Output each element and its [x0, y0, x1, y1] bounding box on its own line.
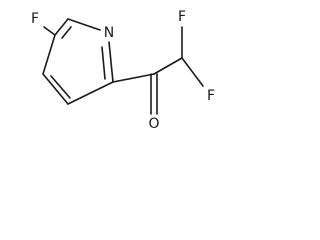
ring-bond-c4-c3-inner	[50, 75, 71, 99]
ring-bond-c3-c2	[67, 81, 114, 105]
ring-bond-c4-c3	[42, 73, 69, 105]
bond-c5-f	[43, 26, 56, 36]
ring-bond-c2-n	[108, 41, 114, 83]
ring-bond-c6-c5-inner	[61, 26, 72, 39]
bond-carbonyl-chf2	[153, 57, 183, 75]
ring-bond-c5-c4	[42, 34, 56, 75]
bond-chf2-f-right	[181, 57, 204, 87]
ring-bond-c6-c5	[54, 18, 69, 36]
structure-diagram: F N O F F	[31, 9, 215, 132]
atom-label-nitrogen: N	[104, 25, 114, 41]
ring-bond-c2-n-inner	[101, 46, 106, 80]
atom-label-fluorine-top: F	[178, 9, 186, 25]
ring-bond-n-c6	[67, 18, 101, 31]
atom-label-fluorine-ring: F	[31, 11, 39, 27]
bond-c2-carbonyl	[112, 73, 155, 83]
atom-label-fluorine-right: F	[207, 88, 215, 104]
atom-label-oxygen: O	[148, 116, 159, 132]
